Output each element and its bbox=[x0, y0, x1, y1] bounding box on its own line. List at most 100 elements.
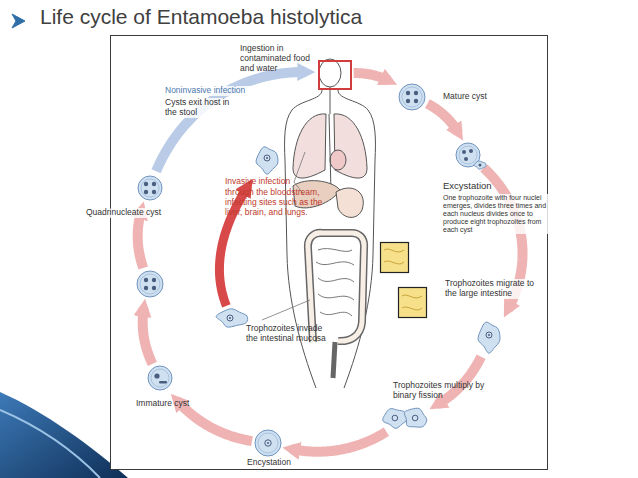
cell-drawing bbox=[255, 144, 279, 176]
stage-cell: ExcystationOne trophozoite with four nuc… bbox=[455, 142, 481, 168]
leader-line bbox=[262, 300, 310, 320]
cell-drawing bbox=[215, 307, 249, 329]
trophozoite-body bbox=[383, 409, 408, 429]
intestine-insets bbox=[381, 243, 427, 318]
nucleus bbox=[412, 415, 418, 421]
stage-description: through the bloodstream, infecting sites… bbox=[225, 188, 329, 217]
stage-description: Cysts exit host in the stool bbox=[165, 98, 231, 118]
stage-label: Immature cyst bbox=[136, 399, 206, 409]
cycle-arrow bbox=[427, 104, 458, 133]
cell-drawing bbox=[455, 142, 481, 168]
leader-line bbox=[294, 152, 305, 182]
cycle-arrow bbox=[138, 210, 144, 268]
chromatoid-body bbox=[159, 381, 167, 384]
figure-frame bbox=[111, 36, 548, 470]
karyosome bbox=[266, 157, 268, 159]
title-bullet bbox=[12, 14, 25, 28]
cyst-inner bbox=[141, 179, 159, 197]
nucleus bbox=[152, 286, 156, 290]
stage-label: Invasive infection bbox=[225, 177, 335, 187]
stage-cell: Immature cyst bbox=[147, 365, 173, 391]
cell-drawing bbox=[147, 365, 173, 391]
nucleus bbox=[264, 155, 270, 161]
cyst-inner bbox=[402, 87, 422, 107]
stage-cell: Trophozoites invade the intestinal mucos… bbox=[215, 307, 249, 329]
nucleus bbox=[152, 190, 156, 194]
cell-drawing bbox=[254, 429, 282, 457]
trophozoite-body bbox=[474, 161, 486, 169]
rectum bbox=[333, 342, 335, 378]
cell-drawing bbox=[398, 83, 426, 111]
cyst-wall bbox=[137, 271, 163, 297]
nucleus bbox=[414, 99, 418, 103]
cyst-inner bbox=[258, 433, 278, 453]
nucleus bbox=[406, 99, 410, 103]
corner-swoosh bbox=[0, 392, 128, 478]
stage-label: Noninvasive infection bbox=[165, 86, 275, 96]
diagram-title: Life cycle of Entamoeba histolytica bbox=[40, 5, 362, 29]
stage-label: Trophozoites multiply by binary fission bbox=[393, 381, 487, 401]
cyst-wall bbox=[399, 84, 425, 110]
trophozoite-body bbox=[478, 322, 500, 353]
nucleus bbox=[227, 315, 233, 321]
nucleus bbox=[406, 91, 410, 95]
cyst-inner bbox=[459, 146, 477, 164]
small-intestine bbox=[316, 249, 354, 316]
stage-label: Trophozoites migrate to the large intest… bbox=[445, 279, 543, 299]
cell-drawing bbox=[382, 406, 428, 430]
cell-drawing bbox=[137, 175, 163, 201]
nucleus bbox=[144, 278, 148, 282]
stage-label: Excystation bbox=[443, 181, 533, 192]
karyosome bbox=[229, 317, 231, 319]
nucleus bbox=[152, 278, 156, 282]
stage-label: Quadrinucleate cyst bbox=[86, 208, 186, 218]
nucleus bbox=[154, 373, 159, 378]
cell-drawing bbox=[477, 319, 501, 355]
inset-tissue bbox=[402, 295, 422, 310]
nucleus bbox=[152, 182, 156, 186]
lung bbox=[293, 114, 326, 178]
nucleus bbox=[265, 440, 271, 446]
corner-stripe bbox=[0, 410, 100, 478]
nucleus bbox=[144, 286, 148, 290]
head-outline bbox=[319, 59, 341, 87]
stage-cell: Noninvasive infectionCysts exit host in … bbox=[137, 175, 163, 201]
cycle-arrow bbox=[291, 432, 386, 452]
cyst-inner bbox=[151, 369, 169, 387]
cyst-wall bbox=[138, 176, 162, 200]
nucleus bbox=[144, 190, 148, 194]
stage-cell: Mature cyst bbox=[398, 83, 426, 111]
stage-label: Ingestion in contaminated food and water bbox=[240, 44, 312, 73]
stage-description: One trophozoite with four nuclei emerges… bbox=[443, 194, 551, 234]
stage-label: Mature cyst bbox=[443, 92, 523, 102]
stage-cell: Encystation bbox=[254, 429, 282, 457]
trachea bbox=[330, 87, 331, 114]
cycle-arrow bbox=[354, 73, 389, 81]
stage-cell: Quadrinucleate cyst bbox=[136, 270, 164, 298]
nucleus bbox=[486, 332, 492, 338]
stage-label: Trophozoites invade the intestinal mucos… bbox=[246, 324, 334, 344]
nucleus bbox=[392, 415, 398, 421]
nucleus bbox=[479, 164, 482, 167]
nucleus bbox=[469, 149, 473, 153]
cyst-inner bbox=[140, 274, 160, 294]
stage-label: Encystation bbox=[238, 458, 300, 468]
trophozoite-body bbox=[216, 309, 247, 327]
karyosome bbox=[267, 442, 269, 444]
cyst-wall bbox=[255, 430, 281, 456]
trophozoite-body bbox=[404, 408, 426, 427]
nucleus bbox=[144, 182, 148, 186]
cycle-arrow bbox=[143, 308, 153, 364]
ingestion-box: Ingestion in contaminated food and water bbox=[318, 60, 352, 90]
inset-square bbox=[381, 243, 409, 273]
nucleus bbox=[462, 150, 466, 154]
inset-tissue bbox=[384, 249, 404, 264]
heart bbox=[330, 150, 346, 170]
esophagus bbox=[329, 114, 331, 192]
cyst-wall bbox=[148, 366, 172, 390]
nucleus bbox=[414, 91, 418, 95]
nucleus bbox=[464, 157, 468, 161]
cycle-arrow bbox=[156, 72, 306, 171]
cell-drawing bbox=[136, 270, 164, 298]
